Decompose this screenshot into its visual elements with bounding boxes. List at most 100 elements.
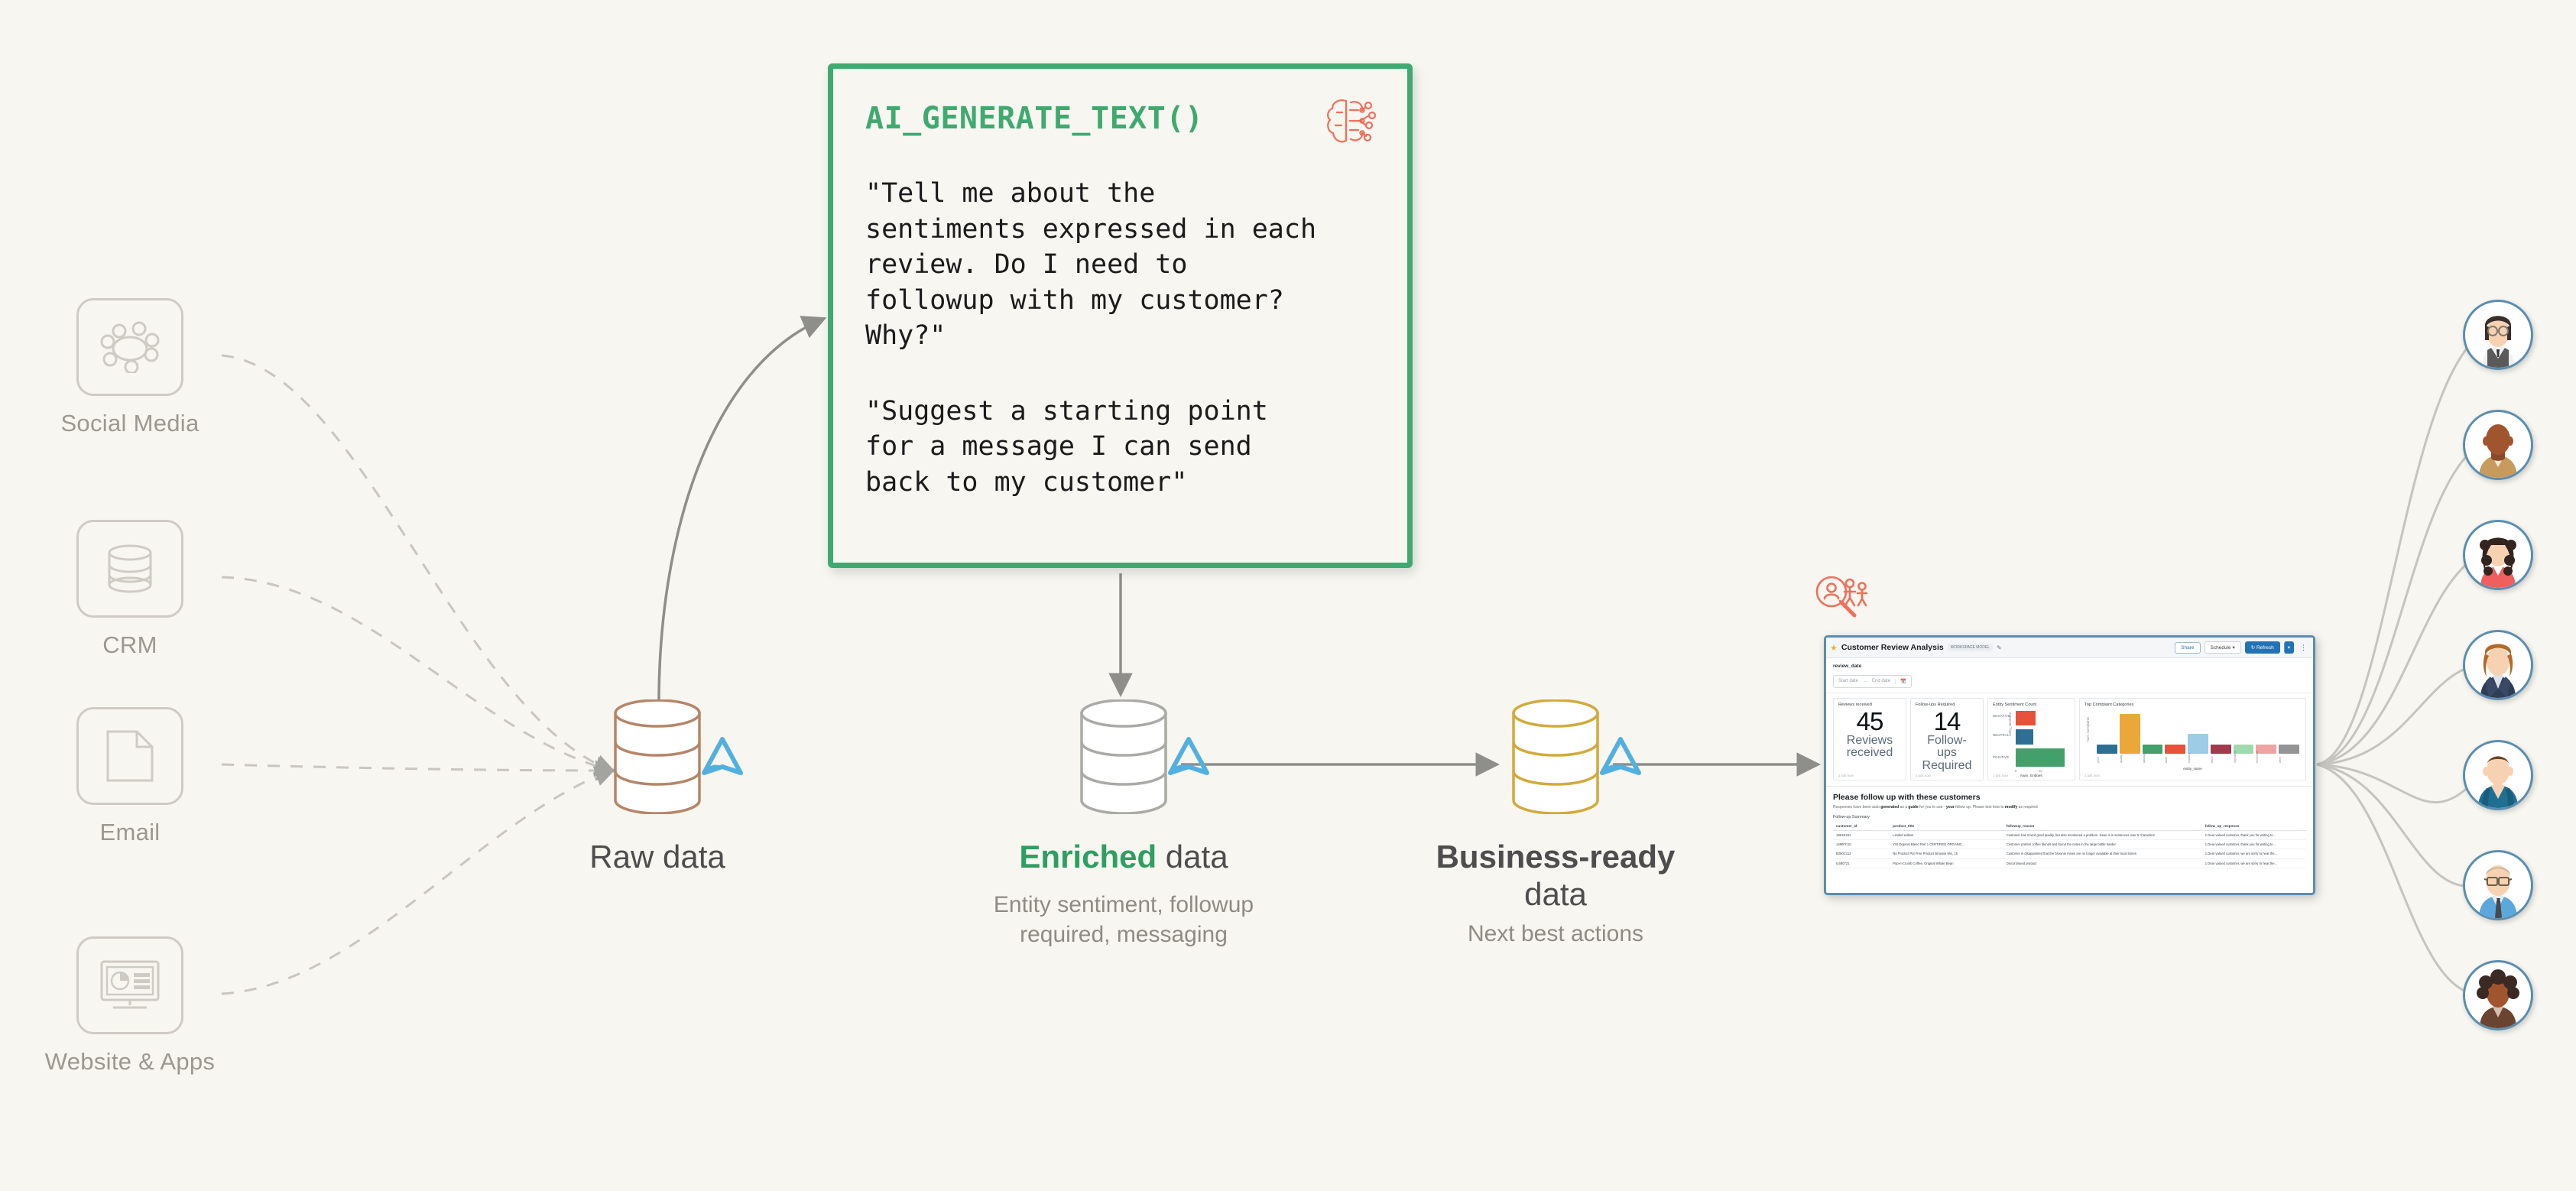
- databricks-logo: [1168, 737, 1209, 775]
- star-icon[interactable]: ★: [1830, 643, 1838, 653]
- document-icon: [106, 730, 154, 782]
- share-button[interactable]: Share: [2175, 641, 2201, 654]
- range-separator: →: [1863, 679, 1868, 683]
- table-row[interactable]: B280C112 No Product Pot Free Product Bro…: [1833, 849, 2306, 859]
- more-options-icon[interactable]: ⋮: [2300, 643, 2307, 651]
- date-range-input[interactable]: Start date → End date 📆: [1833, 674, 1912, 688]
- avatar-woman-afro[interactable]: [2463, 960, 2533, 1030]
- avatar-man-blue-hoodie[interactable]: [2463, 740, 2533, 810]
- social-network-icon: [100, 321, 160, 373]
- avatar-woman-suit[interactable]: [2463, 630, 2533, 700]
- chart-top-complaint-categories[interactable]: Top Complaint Categories Num. Complaints: [2079, 697, 2306, 780]
- cell-product-title: Limited edition: [1890, 830, 2003, 840]
- sub-part-4: for you to use -: [1918, 804, 1946, 810]
- bar-negative: [2016, 710, 2036, 725]
- cylinder-wrap: [971, 699, 1277, 822]
- cell-follow-up-response: 1 Dear valued customer, thank you for wr…: [2201, 839, 2306, 850]
- stage-business-ready-data[interactable]: Business-ready data Next best actions: [1403, 699, 1708, 949]
- avatar-woman-curly-pink-art: [2465, 522, 2531, 588]
- refresh-button[interactable]: ↻ Refresh: [2244, 641, 2280, 654]
- schedule-label: Schedule: [2210, 645, 2231, 651]
- section-title: Please follow up with these customers: [1833, 792, 1981, 802]
- chart-entity-sentiment-count[interactable]: Entity Sentiment Count entity_sentiment …: [1987, 697, 2075, 780]
- stage-title-business: Business-ready data: [1403, 839, 1708, 913]
- source-email[interactable]: Email: [42, 707, 218, 846]
- customer-search-icon: [1815, 576, 1868, 618]
- cell-followup-reason: Customer has mixed good quality, but als…: [2003, 830, 2202, 840]
- kpi-card-reviews-received: Reviews received 45 Reviews received 1 j…: [1833, 697, 1906, 780]
- table-row[interactable]: 1480FC10 YSI Organic Blend Part 1 CERTIF…: [1833, 839, 2306, 850]
- table-row[interactable]: 1981R431 Limited edition Customer has mi…: [1833, 830, 2306, 840]
- database-icon: [108, 544, 152, 593]
- sub-part-0: Responses have been auto: [1833, 804, 1881, 810]
- ai-generate-text-card: AI_GENERATE_TEXT() "Tell me about the se…: [828, 63, 1413, 568]
- sentiment-bars: entity_sentiment NEGATIVE NEUTRAL POSITI…: [1993, 709, 2070, 769]
- cat-tick-2: packaging: [2142, 750, 2146, 763]
- pencil-icon[interactable]: ✎: [1997, 644, 2002, 651]
- sub-part-6: follow up. Please test how to: [1954, 804, 2005, 810]
- end-date-field[interactable]: End date: [1872, 679, 1891, 683]
- cat-bar-other: [2279, 744, 2300, 754]
- cell-product-title: No Product Pot Free Product Brownie Mix,…: [1890, 849, 2003, 859]
- sub-part-1: generated: [1880, 804, 1900, 810]
- cat-tick-6: ingredients: [2233, 750, 2237, 763]
- followup-table[interactable]: customer_id product_title followup_reaso…: [1833, 821, 2306, 869]
- avatar-man-bald-glasses-tie-art: [2465, 852, 2531, 918]
- schedule-button[interactable]: Schedule ▾: [2204, 641, 2241, 654]
- start-date-field[interactable]: Start date: [1838, 679, 1859, 683]
- source-label: CRM: [102, 631, 157, 658]
- col-header-follow-up-response[interactable]: follow_up_response: [2201, 821, 2306, 831]
- sentiment-xticks: 0 20: [2015, 769, 2070, 774]
- source-icon-frame: [76, 707, 183, 805]
- avatar-man-bald-glasses-tie[interactable]: [2463, 850, 2533, 920]
- source-website-apps[interactable]: Website & Apps: [42, 936, 218, 1076]
- chart-ylabel: Num. Complaints: [2086, 716, 2090, 742]
- avatar-woman-glasses-vest[interactable]: [2463, 300, 2533, 370]
- chart-title: Top Complaint Categories: [2084, 702, 2134, 707]
- avatar-man-blue-hoodie-art: [2465, 742, 2531, 808]
- customer-review-dashboard[interactable]: ★ Customer Review Analysis WORKSPACE MOD…: [1824, 635, 2315, 895]
- followup-section: Please follow up with these customers Re…: [1826, 785, 2313, 812]
- source-social-media[interactable]: Social Media: [42, 298, 218, 437]
- col-header-product-title[interactable]: product_title: [1890, 821, 2003, 831]
- databricks-logo: [1600, 737, 1641, 775]
- enriched-data-cylinder-icon: [1080, 699, 1167, 814]
- sentiment-tick-negative: NEGATIVE: [1993, 713, 2011, 718]
- stage-subtitle-business: Next best actions: [1467, 921, 1644, 947]
- col-header-customer-id[interactable]: customer_id: [1833, 821, 1890, 831]
- cell-followup-reason: Discontinued product: [2003, 858, 2202, 869]
- col-header-followup-reason[interactable]: followup_reason: [2003, 821, 2202, 831]
- avatar-woman-glasses-vest-art: [2465, 302, 2531, 368]
- stage-raw-data[interactable]: Raw data: [504, 699, 810, 876]
- sentiment-tick-positive: POSITIVE: [1993, 755, 2010, 759]
- sub-part-8: as required: [2017, 804, 2038, 810]
- dashboard-badge: WORKSPACE MODEL: [1947, 644, 1994, 651]
- business-ready-cylinder-icon: [1512, 699, 1599, 814]
- followup-table-wrap: Follow-up Summary customer_id product_ti…: [1826, 812, 2313, 869]
- source-crm[interactable]: CRM: [42, 520, 218, 659]
- stage-title-highlight: Enriched: [1019, 839, 1157, 875]
- raw-data-cylinder-icon: [614, 699, 701, 814]
- cat-bar-quality: [2119, 714, 2140, 754]
- table-row[interactable]: IL680721 Pop-n-Crumb Coffee, Original Wh…: [1833, 858, 2306, 869]
- cell-product-title: Pop-n-Crumb Coffee, Original Whole Bean: [1890, 858, 2003, 869]
- refresh-dropdown-button[interactable]: ▾: [2283, 641, 2294, 654]
- cat-bar-flavor: [2210, 744, 2231, 754]
- source-label: Website & Apps: [44, 1048, 216, 1075]
- avatar-woman-curly-pink[interactable]: [2463, 520, 2533, 590]
- table-caption: Follow-up Summary: [1833, 814, 1870, 819]
- cat-tick-3: taste: [2165, 756, 2169, 763]
- chart-title: Entity Sentiment Count: [1993, 702, 2037, 707]
- avatar-man-bald-tan-shirt-art: [2465, 412, 2531, 478]
- stage-enriched-data[interactable]: Enriched data Entity sentiment, followup…: [971, 699, 1277, 949]
- cat-tick-5: flavor: [2210, 755, 2214, 763]
- cat-bar-price: [2097, 744, 2117, 754]
- cylinder-wrap: [1403, 699, 1708, 822]
- category-bar-group: [2097, 712, 2300, 754]
- cat-tick-4: shipping: [2188, 752, 2192, 763]
- calendar-icon[interactable]: 📆: [1895, 678, 1906, 684]
- avatar-man-bald-tan-shirt[interactable]: [2463, 410, 2533, 480]
- dashboard-toolbar: ★ Customer Review Analysis WORKSPACE MOD…: [1826, 638, 2313, 658]
- chart-xlabel: Num. Entities: [2020, 774, 2042, 778]
- cat-tick-7: freshness: [2256, 750, 2260, 763]
